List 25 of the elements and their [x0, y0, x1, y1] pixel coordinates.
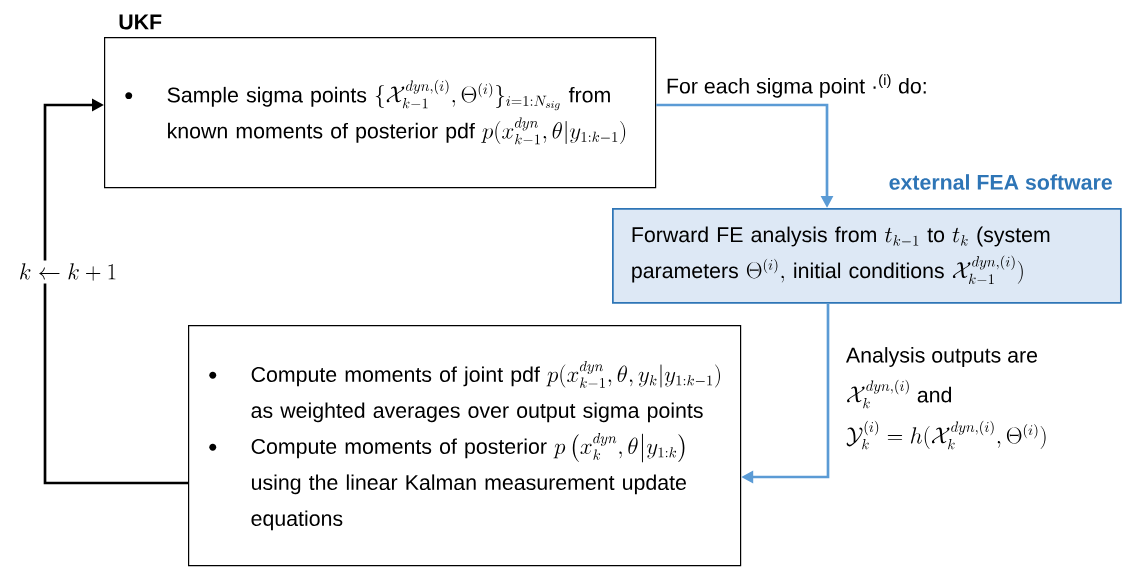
node-label: $t_{k}$ [952, 227, 968, 246]
node-label: Forward FE analysis from [632, 226, 876, 247]
node-label: initial conditions [794, 262, 944, 279]
node-label: $\{\mathcal{X}^{dyn,(i)}_{k-1},\Theta^{(i)}\}_{i=1:N_{sig}}$ [375, 79, 560, 111]
node-label: from [568, 86, 610, 103]
process-box: Forward FE analysis from $t_{k-1}$ to $t_{k}$ (system parameters $\Theta^{(i)},$ initial conditions $\mathcal{X}^{dyn,(i)}_{k-1})$ [612, 208, 1122, 304]
box-heading: external FEA software [889, 174, 1112, 190]
arrow [43, 98, 188, 485]
node-label: $t_{k-1}$ [885, 227, 919, 246]
node-label: to [927, 228, 945, 243]
node-label: (system [977, 226, 1050, 247]
node-label: $p(x^{dyn}_{k-1},\theta|y_{1:k-1})$ [481, 117, 626, 145]
formula-label: $\mathcal{X}^{dyn,(i)}_{k}\text{ and}$ [847, 379, 952, 409]
formula-label: $\mathcal{Y}^{(i)}_{k}=h(\mathcal{X}^{dyn,(i)}_{k},\Theta^{(i)})$ [846, 420, 1046, 450]
process-box: Sample sigma points $\{\mathcal{X}^{dyn,(i)}_{k-1},\Theta^{(i)}\}_{i=1:N_{sig}}$ from known moments of posterior pdf $p(x^{dyn}_{k-1},\theta|y_{1:k-1})$ [104, 37, 657, 189]
edge-label: Analysis outputs are [846, 347, 1038, 367]
process-box: Compute moments of joint pdf $p(x^{dyn}_{k-1},\theta,y_{k}|y_{1:k-1})$ as weighted averages over output sigma points Compute moments of posterior $p\left(x^{dyn}_{k},\theta\middle|y_{1:k}\right)$ using the linear Kalman measurement update equations [188, 325, 742, 567]
node-label: $\mathcal{X}^{dyn,(i)}_{k-1})$ [952, 255, 1023, 285]
node-label: parameters [632, 264, 738, 283]
node-label: Sample sigma points [167, 86, 367, 107]
edge-label: $k \leftarrow k+1$ [16, 260, 120, 284]
node-label: known moments of posterior pdf [168, 122, 475, 143]
box-heading: UKF [119, 14, 162, 30]
node-label: $\Theta^{(i)},$ [746, 258, 785, 283]
edge-label: For each sigma point ·$^{(i)}$ do: [667, 74, 926, 98]
